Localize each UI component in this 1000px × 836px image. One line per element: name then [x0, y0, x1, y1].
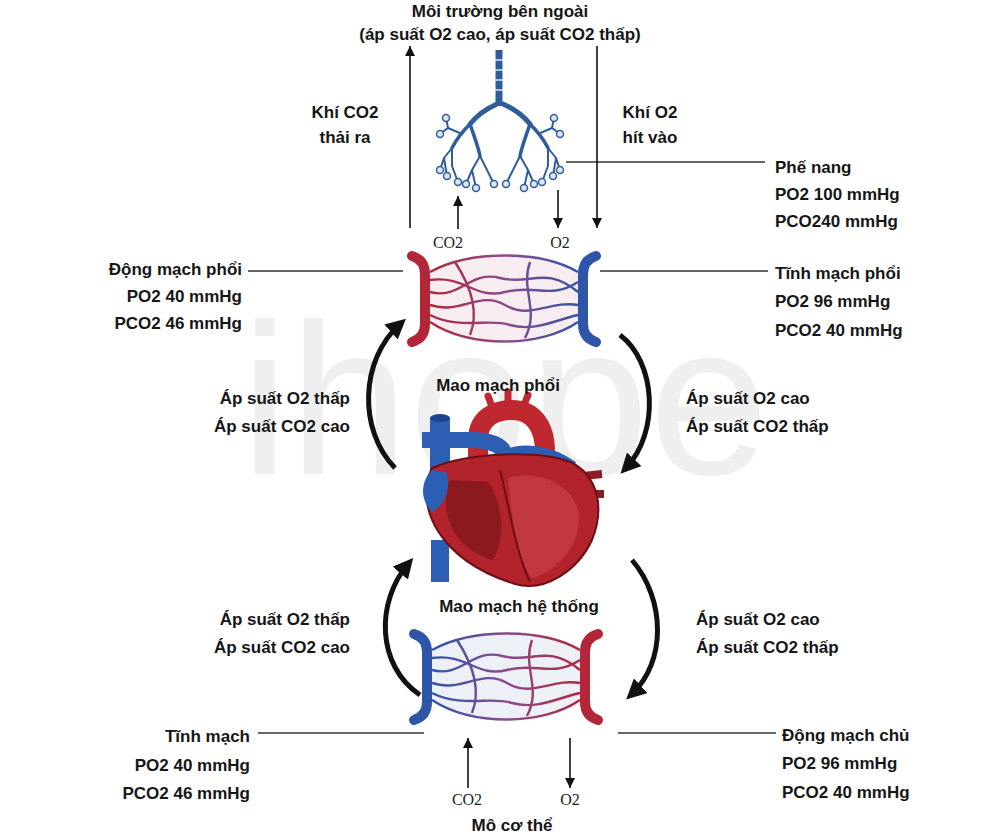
pressure-value: PCO2 40 mmHg — [782, 783, 910, 803]
capillary-network — [430, 256, 578, 342]
right-bronchial-tree — [503, 104, 564, 192]
gas-arrow — [557, 190, 559, 228]
left-bronchial-tree — [437, 104, 498, 192]
pressure-value: PCO240 mmHg — [775, 212, 898, 232]
capillary-network — [432, 634, 580, 720]
pressure-note: Áp suất O2 cao — [696, 610, 820, 630]
capillary-name: Mao mạch hệ thống — [439, 597, 599, 617]
leader-line — [566, 161, 765, 163]
heart-chamber — [446, 480, 501, 560]
pressure-value: PO2 40 mmHg — [135, 756, 250, 776]
edge-label: Khí O2 hít vào — [612, 100, 688, 150]
circulation-arrow — [632, 560, 658, 694]
pressure-value: PCO2 46 mmHg — [114, 314, 242, 334]
gas-flow-arrow — [596, 46, 598, 228]
heart-body — [426, 454, 598, 586]
edge-label: Khí CO2 thải ra — [300, 100, 390, 150]
vein — [414, 634, 427, 720]
capillary-fill — [432, 634, 580, 720]
capillary-name: Mao mạch phổi — [436, 376, 560, 396]
pressure-note: Áp suất O2 cao — [686, 389, 810, 409]
vena-cava-opening — [430, 414, 450, 422]
pressure-note: Áp suất O2 thấp — [220, 389, 350, 409]
gas-flow-arrow — [569, 738, 571, 788]
leader-line — [248, 270, 403, 272]
gas-name: O2 — [550, 233, 570, 252]
structure-name: Động mạch chủ — [782, 726, 910, 746]
capillary-fill — [430, 256, 578, 342]
structure-name: Tĩnh mạch — [165, 727, 250, 747]
heart-chamber — [508, 475, 579, 578]
aorta-vessel — [585, 634, 598, 720]
pressure-value: PO2 40 mmHg — [127, 287, 242, 307]
leader-line — [258, 732, 424, 734]
gas-name: CO2 — [433, 233, 463, 252]
gas-flow-arrow — [409, 46, 411, 228]
leader-line — [618, 732, 776, 734]
gas-flow-arrow — [467, 738, 469, 788]
systemic-capillary-bed: Mao mạch hệ thống — [405, 594, 600, 738]
pressure-note: Áp suất CO2 thấp — [696, 638, 839, 658]
pressure-value: PO2 100 mmHg — [775, 185, 900, 205]
heart-septum — [500, 470, 530, 582]
environment-note: (áp suất O2 cao, áp suất CO2 thấp) — [359, 25, 641, 45]
trachea-ring — [495, 60, 503, 90]
environment-box: Môi trường bên ngoài (áp suất O2 cao, áp … — [330, 0, 670, 46]
gas-arrow — [457, 196, 459, 229]
circulation-arrow — [385, 564, 420, 695]
pressure-value: PO2 96 mmHg — [775, 292, 890, 312]
tissue-name: Mô cơ thể — [471, 816, 552, 836]
pressure-value: PCO2 46 mmHg — [122, 784, 250, 804]
lung-illustration — [437, 50, 564, 192]
structure-name: Tĩnh mạch phổi — [775, 264, 901, 284]
pressure-note: Áp suất CO2 cao — [214, 417, 350, 437]
pressure-note: Áp suất CO2 cao — [214, 638, 350, 658]
systemic-capillary-illustration — [414, 634, 598, 721]
gas-name: O2 — [560, 790, 580, 809]
inferior-vena-cava — [431, 540, 449, 582]
pressure-note: Áp suất CO2 thấp — [686, 417, 829, 437]
pressure-value: PCO2 40 mmHg — [775, 321, 903, 341]
environment-name: Môi trường bên ngoài — [412, 2, 588, 22]
trachea — [496, 50, 503, 106]
body-tissue-box: CO2 O2 Mô cơ thể — [420, 788, 620, 836]
leader-line — [600, 270, 768, 272]
gas-name: CO2 — [452, 790, 482, 809]
pulmonary-capillary-bed: CO2 O2Mao mạch phổi — [405, 228, 600, 398]
pressure-value: PO2 96 mmHg — [782, 754, 897, 774]
structure-name: Phế nang — [775, 158, 852, 178]
pressure-note: Áp suất O2 thấp — [220, 610, 350, 630]
structure-name: Động mạch phổi — [109, 260, 242, 280]
